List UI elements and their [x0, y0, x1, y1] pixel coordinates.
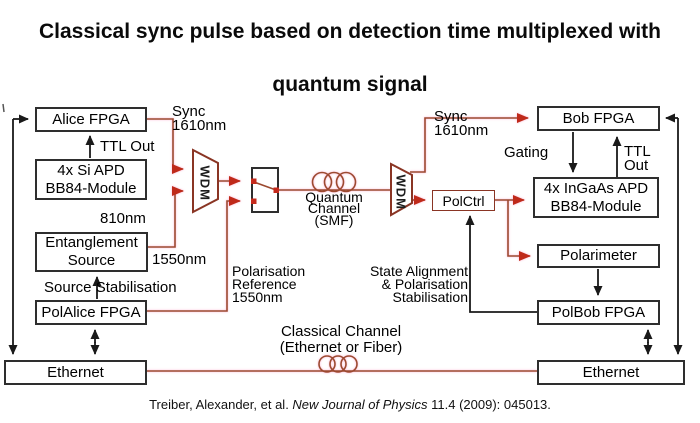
fiber-coil-icon — [311, 171, 333, 193]
citation-journal: New Journal of Physics — [292, 397, 428, 412]
wire-alice-sync-to-wdm — [147, 118, 184, 174]
node-si-apd-bb84-module: 4x Si APD BB84-Module — [35, 159, 147, 200]
label-line: TTL — [624, 143, 651, 160]
switch-port-dot — [273, 187, 279, 193]
node-label: PolBob FPGA — [551, 303, 646, 321]
label-line: (SMF) — [314, 211, 354, 228]
fiber-coil-icon — [340, 355, 358, 373]
slide-title-line2: quantum signal — [272, 73, 428, 96]
node-label: Source — [67, 252, 116, 269]
label-810nm: 810nm — [100, 210, 146, 227]
node-alice-fpga: Alice FPGA — [35, 107, 147, 132]
node-label: BB84-Module — [550, 197, 642, 215]
label-line: 1550nm — [232, 289, 283, 305]
node-entanglement-source: Entanglement Source — [35, 232, 148, 272]
node-label: Entanglement — [45, 234, 138, 251]
node-polctrl: PolCtrl — [432, 190, 495, 211]
label-line: Reference — [232, 276, 297, 292]
label-line: Polarisation — [232, 263, 306, 279]
citation-suffix: 11.4 (2009): 045013. — [427, 397, 551, 412]
label-1550nm: 1550nm — [152, 251, 207, 268]
wdm-shapes — [192, 148, 413, 217]
label-line: & Polarisation — [381, 276, 468, 292]
node-polalice-fpga: PolAlice FPGA — [35, 300, 147, 325]
wdm-right-label: WDM — [393, 174, 409, 211]
label-line: Classical Channel — [280, 323, 402, 340]
node-bob-fpga: Bob FPGA — [537, 106, 660, 131]
label-source-stabilisation: Source Stabilisation — [44, 279, 177, 296]
node-label: 4x Si APD — [57, 161, 125, 179]
stray-mark — [2, 103, 5, 113]
node-ethernet-left: Ethernet — [4, 360, 147, 385]
node-label: Ethernet — [47, 363, 104, 381]
label-classical-channel: Classical Channel (Ethernet or Fiber) — [241, 324, 441, 355]
label-line: Out — [624, 156, 649, 174]
label-sync-1610-bob: Sync 1610nm — [434, 108, 489, 139]
switch-port-dot — [251, 178, 257, 184]
node-label: BB84-Module — [45, 179, 137, 197]
label-line: Quantum — [305, 188, 363, 205]
label-line: Channel — [307, 200, 361, 216]
fiber-coil-icon — [323, 171, 345, 193]
wire-sync-to-bob-fpga — [410, 113, 529, 173]
label-ttl-out-alice: TTL Out — [100, 138, 155, 155]
fiber-coil-icon — [329, 355, 347, 373]
wire-polctrl-to-polarimeter — [507, 200, 531, 261]
electrical-wires — [8, 113, 683, 355]
node-label: PolAlice FPGA — [41, 303, 141, 321]
label-state-alignment: State Alignment & Polarisation Stabilisa… — [330, 263, 469, 305]
switch-port-dot — [251, 198, 257, 204]
node-ethernet-right: Ethernet — [537, 360, 685, 385]
node-polbob-fpga: PolBob FPGA — [537, 300, 660, 325]
label-line: Sync — [172, 103, 206, 120]
label-gating: Gating — [504, 144, 549, 161]
label-line: (Ethernet or Fiber) — [279, 338, 403, 356]
label-line: Sync — [434, 108, 468, 125]
fiber-coil-icon — [318, 355, 336, 373]
wdm-left-shape — [192, 148, 219, 214]
wire-1550-to-wdm — [148, 186, 184, 248]
switch-diagonal-line — [253, 181, 277, 191]
node-label: Alice FPGA — [52, 110, 130, 128]
label-line: 1610nm — [434, 121, 489, 139]
node-ingaas-apd-bb84-module: 4x InGaAs APD BB84-Module — [533, 177, 659, 218]
node-label: Polarimeter — [560, 247, 637, 264]
label-line: Stabilisation — [392, 289, 469, 305]
label-line: State Alignment — [369, 263, 468, 279]
wire-polalice-reference-to-switch — [147, 196, 241, 312]
wdm-left-label: WDM — [197, 165, 213, 202]
node-label: PolCtrl — [442, 192, 485, 209]
node-polarimeter: Polarimeter — [537, 244, 660, 268]
wdm-right-shape — [390, 162, 413, 217]
node-label: Bob FPGA — [562, 109, 635, 127]
slide-title-line1: Classical sync pulse based on detection … — [38, 20, 661, 43]
wire-polbob-to-polctrl — [465, 215, 537, 313]
label-line: 1610nm — [172, 116, 227, 134]
label-sync-1610-alice: Sync 1610nm — [172, 103, 227, 134]
label-polarisation-reference: Polarisation Reference 1550nm — [232, 263, 306, 305]
node-label: 4x InGaAs APD — [543, 179, 649, 197]
label-quantum-channel: Quantum Channel (SMF) — [284, 188, 384, 228]
citation: Treiber, Alexander, et al. New Journal o… — [0, 397, 700, 412]
citation-prefix: Treiber, Alexander, et al. — [149, 397, 293, 412]
label-ttl-out-bob: TTL Out — [624, 143, 651, 174]
node-label: Ethernet — [582, 363, 640, 381]
switch-ports — [251, 178, 279, 204]
fiber-coil-icon — [335, 171, 357, 193]
